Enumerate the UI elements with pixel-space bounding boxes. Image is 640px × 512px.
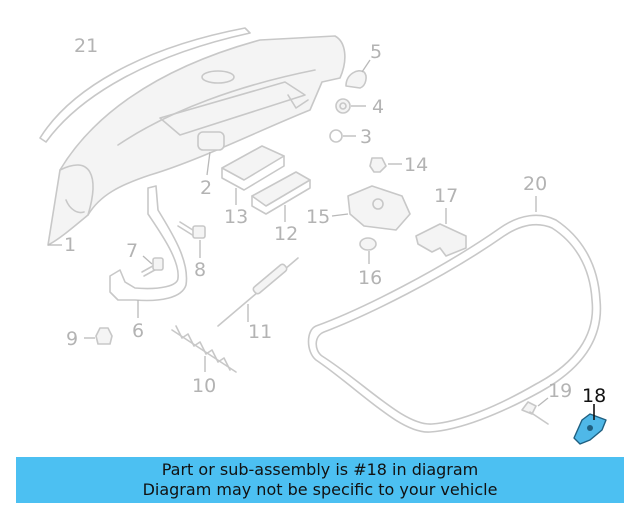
callout-20: 20 (523, 173, 547, 195)
callout-18: 18 (582, 385, 606, 407)
callout-6: 6 (132, 320, 144, 342)
callout-8: 8 (194, 259, 206, 281)
callout-9: 9 (66, 328, 78, 350)
callout-3: 3 (360, 126, 372, 148)
callout-11: 11 (248, 321, 272, 343)
callout-16: 16 (358, 267, 382, 289)
callout-4: 4 (372, 96, 384, 118)
part-6-hinge (109, 185, 188, 318)
part-1-trunk-lid (47, 35, 346, 246)
banner-line-1: Part or sub-assembly is #18 in diagram (161, 460, 479, 479)
part-20-weatherstrip (307, 196, 602, 433)
part-14-nut (369, 157, 402, 173)
callout-19: 19 (548, 380, 572, 402)
part-7-bolt (141, 255, 164, 277)
banner-line-2: Diagram may not be specific to your vehi… (142, 480, 498, 499)
part-13-switch (221, 145, 285, 205)
part-11-strut (217, 257, 299, 327)
callout-13: 13 (224, 206, 248, 228)
callout-1: 1 (64, 234, 76, 256)
callout-17: 17 (434, 185, 458, 207)
part-8-bolt (177, 221, 206, 258)
part-19-pin (521, 397, 549, 425)
callout-12: 12 (274, 223, 298, 245)
part-10-strut (171, 325, 237, 373)
callout-21: 21 (74, 35, 98, 57)
part-18-highlighted (573, 404, 607, 445)
callout-5: 5 (370, 41, 382, 63)
part-15-latch (331, 185, 411, 231)
part-21-spoiler (39, 27, 251, 143)
part-9-clip (84, 327, 113, 345)
callout-15: 15 (306, 206, 330, 228)
part-3-washer (329, 129, 356, 143)
callout-14: 14 (404, 154, 428, 176)
info-banner: Part or sub-assembly is #18 in diagram D… (16, 457, 624, 503)
callout-2: 2 (200, 177, 212, 199)
callout-7: 7 (126, 240, 138, 262)
part-12-handle (251, 171, 311, 222)
callout-10: 10 (192, 375, 216, 397)
part-17-bumper (415, 208, 467, 257)
part-16-clip (359, 237, 377, 264)
part-4-grommet (335, 98, 366, 114)
parts-diagram: 21 1 2 13 12 7 8 6 9 10 11 5 4 3 14 15 1… (39, 27, 607, 445)
part-2-bumper (197, 131, 225, 176)
part-5-cap (345, 59, 371, 89)
